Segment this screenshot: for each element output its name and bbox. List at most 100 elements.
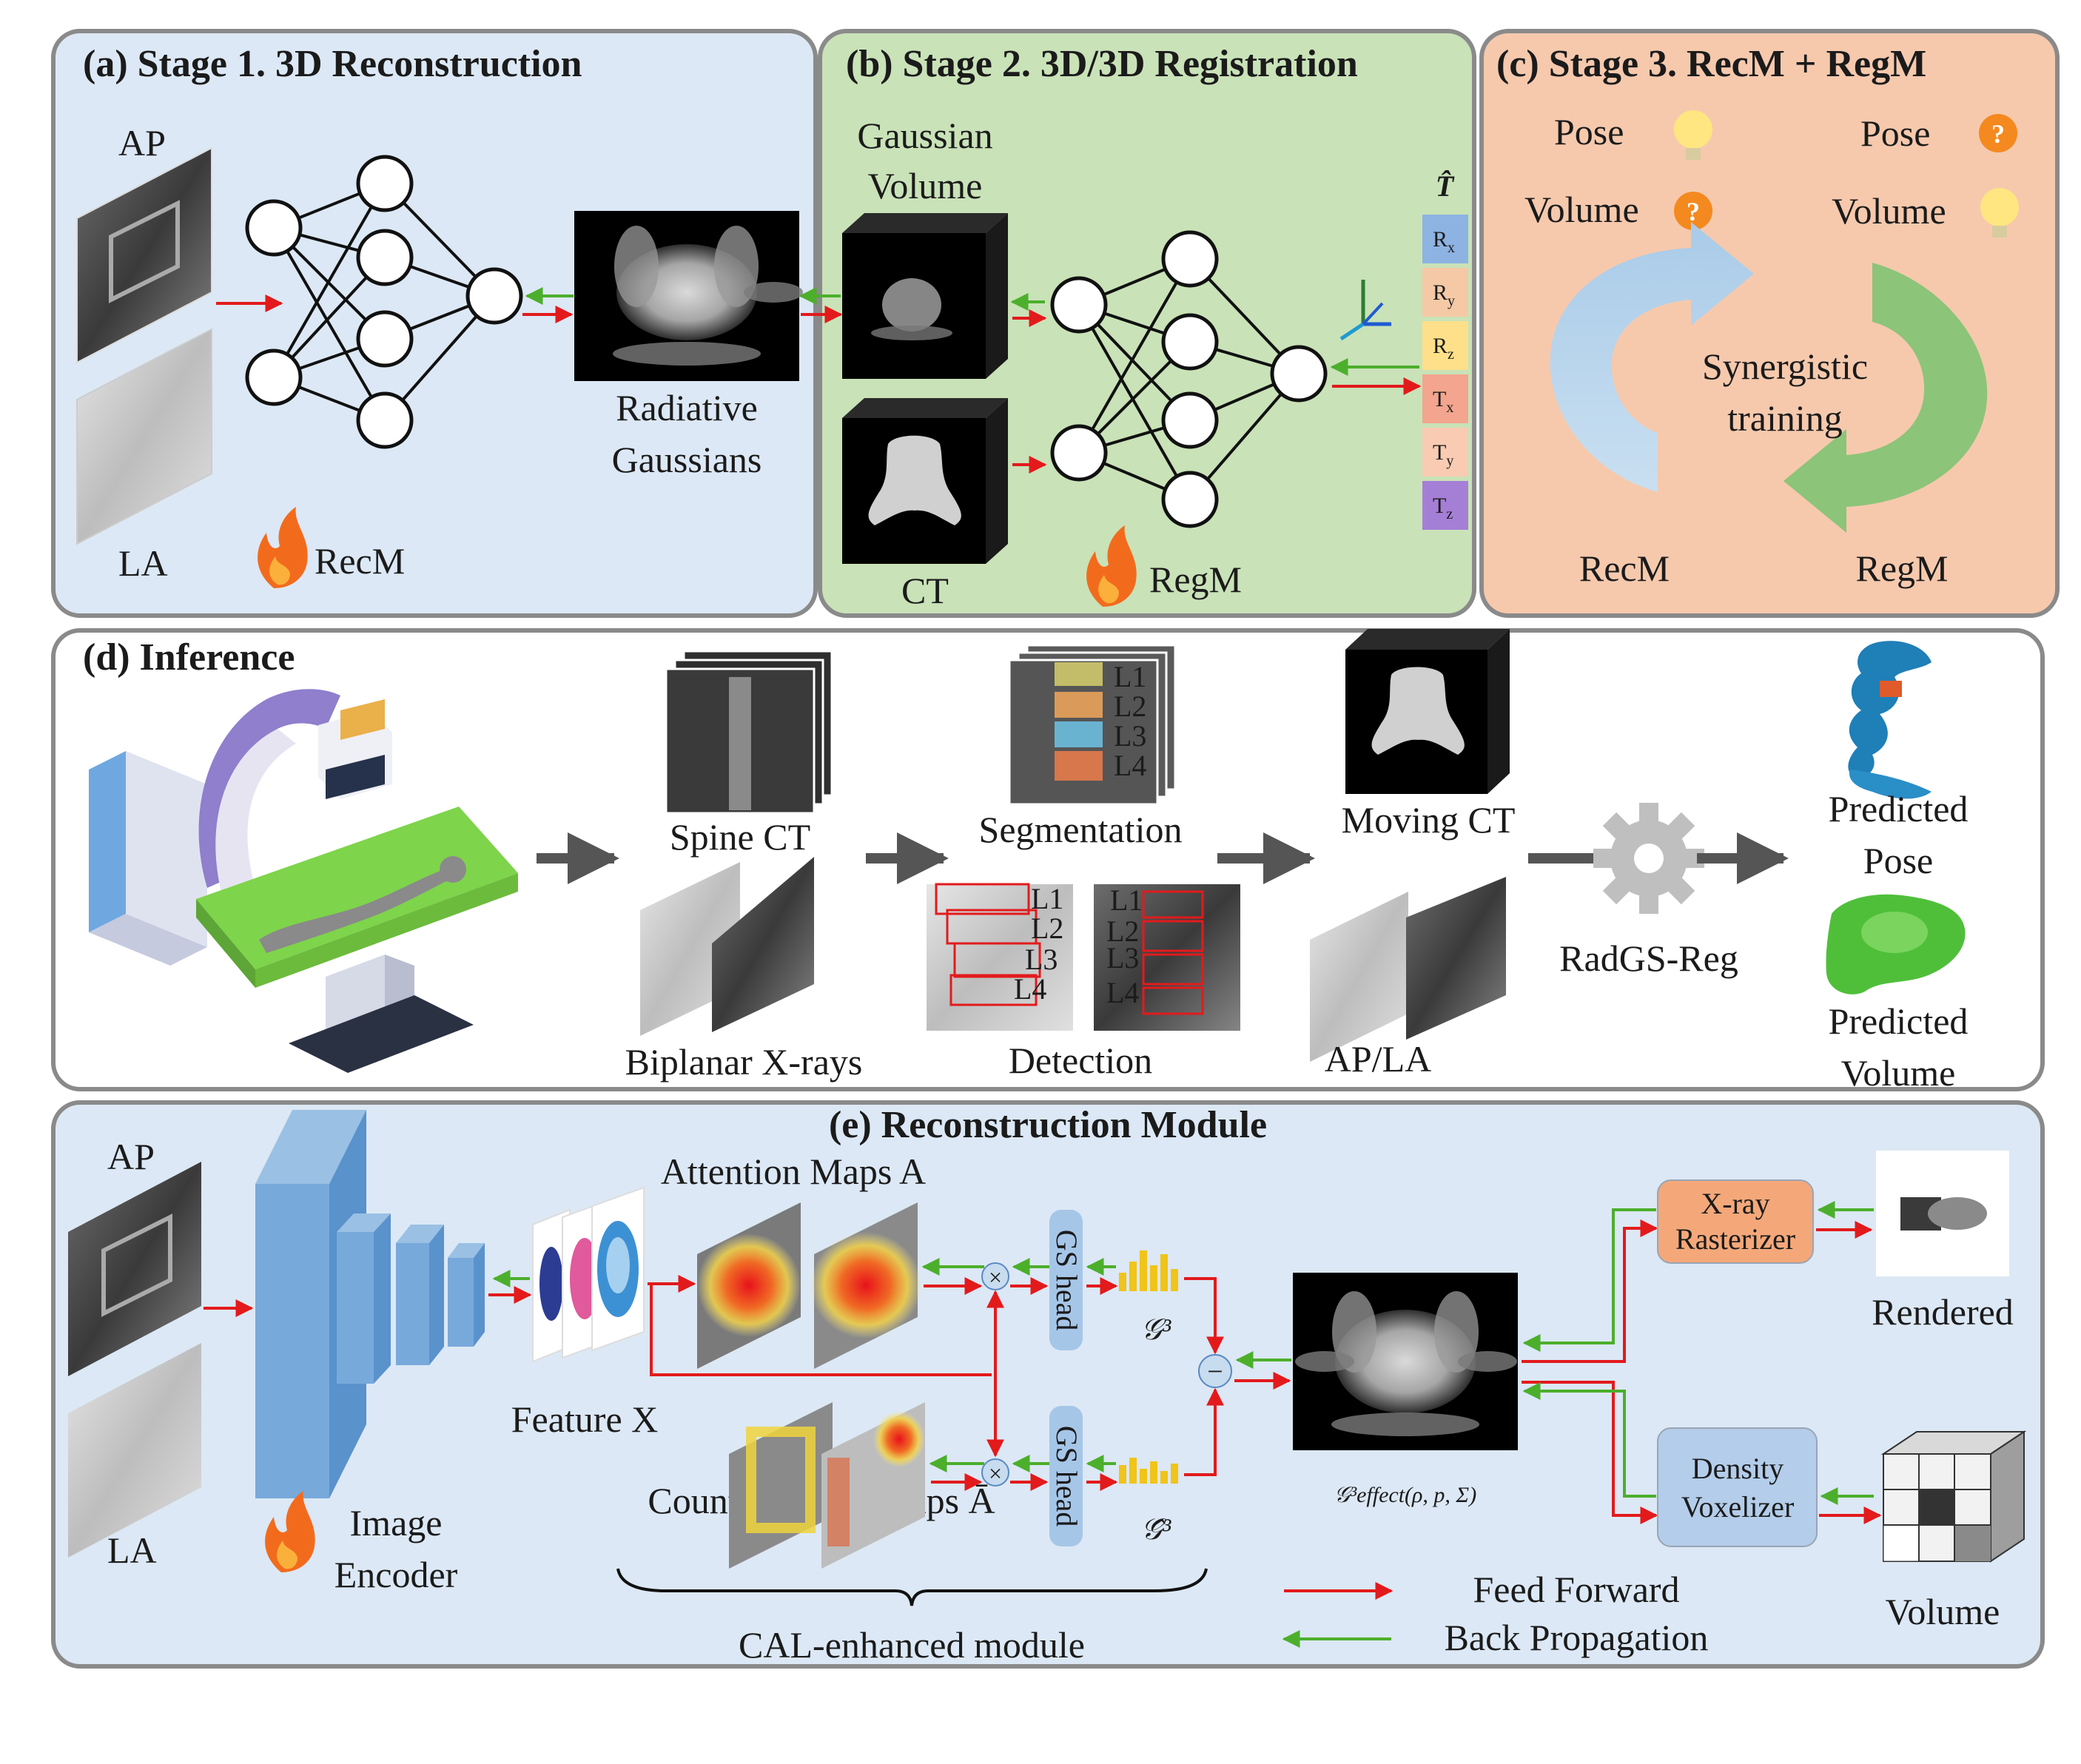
pose-param: Ry	[1433, 280, 1455, 309]
level-label: L2	[1106, 915, 1139, 948]
radiative-label: Radiative	[616, 387, 758, 428]
image-label: Image	[350, 1502, 443, 1544]
level-label: L3	[1106, 941, 1139, 974]
level-label: L1	[1114, 660, 1146, 693]
ct-cube	[842, 398, 1008, 564]
pose-param: Tx	[1433, 387, 1453, 416]
gs-head-label: GS head	[1050, 1230, 1083, 1331]
arrow-forward	[1184, 1277, 1224, 1355]
spine-ct-label: Spine CT	[670, 816, 810, 858]
svg-text:?: ?	[1687, 197, 1700, 226]
voxel-volume-cube	[1880, 1430, 2027, 1563]
ap-label: AP	[118, 122, 166, 164]
panel-a-stage1: (a) Stage 1. 3D Reconstruction AP LA	[51, 29, 818, 618]
la-xray-image	[68, 1343, 201, 1558]
xray-rasterizer-block: X-ray Rasterizer	[1657, 1179, 1814, 1264]
feature-label: Feature X	[511, 1398, 659, 1440]
counterfactual-maps	[729, 1402, 925, 1569]
recm-label: RecM	[1579, 548, 1670, 589]
ap-la-label: AP/LA	[1325, 1038, 1431, 1080]
panel-d-title: (d) Inference	[83, 636, 295, 679]
cal-brace	[616, 1568, 1208, 1606]
moving-ct-cube	[1345, 629, 1510, 794]
volume-label-left: Volume	[1524, 189, 1639, 230]
predicted-volume-label-2: Volume	[1841, 1052, 1956, 1094]
gear-icon	[1593, 803, 1704, 914]
predicted-pose-label-2: Pose	[1863, 840, 1933, 881]
panel-e-title: (e) Reconstruction Module	[829, 1104, 1267, 1146]
regm-cycle-arrow	[1784, 263, 1988, 533]
recm-label: RecM	[315, 540, 405, 582]
synergistic-label: Synergistic	[1702, 346, 1868, 387]
image-encoder-blocks	[255, 1110, 485, 1498]
level-label: L2	[1114, 690, 1146, 723]
g-effect-label: 𝒢³effect(ρ, p, Σ)	[1334, 1483, 1477, 1507]
c-arm-scanner-illustration	[89, 689, 518, 1073]
ap-xray-image	[76, 147, 212, 364]
pose-label-left: Pose	[1554, 111, 1624, 152]
svg-text:×: ×	[989, 1264, 1002, 1290]
arrow-forward	[1184, 1387, 1224, 1476]
subtract-node: −	[1198, 1354, 1232, 1388]
cal-label: CAL-enhanced module	[739, 1624, 1085, 1666]
gaussians-label: Gaussians	[612, 439, 762, 480]
legend: Feed Forward Back Propagation	[1282, 1569, 1708, 1658]
density-voxelizer-block: Density Voxelizer	[1657, 1427, 1818, 1547]
fire-icon	[1086, 525, 1137, 607]
g3-hat-label: 𝒢̂³	[1141, 1512, 1171, 1546]
pose-cell	[1422, 215, 1468, 263]
xray-label: X-ray	[1701, 1187, 1769, 1220]
arrow-forward	[1522, 1381, 1658, 1524]
panel-b-stage2: (b) Stage 2. 3D/3D Registration Gaussian…	[799, 29, 1476, 618]
encoder-label: Encoder	[334, 1554, 458, 1595]
rendered-image	[1876, 1151, 2009, 1276]
pose-param: Rx	[1433, 227, 1455, 256]
level-label: L3	[1025, 943, 1058, 976]
arrow-forward	[650, 1284, 992, 1376]
question-icon: ?	[1674, 192, 1712, 230]
fire-icon	[265, 1491, 315, 1572]
gs-head-block: GS head	[1049, 1210, 1083, 1350]
lightbulb-icon	[1980, 188, 2019, 238]
multiply-node: ×	[981, 1458, 1009, 1487]
lightbulb-icon	[1674, 110, 1712, 160]
level-label: L2	[1031, 912, 1063, 945]
level-label: L4	[1106, 976, 1139, 1009]
panel-c-stage3: (c) Stage 3. RecM + RegM Pose Volume ? P…	[1479, 29, 2060, 618]
feature-maps	[532, 1186, 645, 1363]
arrow-forward	[1522, 1219, 1658, 1363]
gs-head-block: GS head	[1049, 1406, 1083, 1546]
pose-param: Rz	[1433, 334, 1454, 363]
density-label: Density	[1692, 1452, 1784, 1485]
segmentation-image	[1008, 644, 1177, 806]
arrow-backward	[1522, 1208, 1656, 1352]
gaussian-label: Gaussian	[857, 115, 992, 156]
level-label: L4	[1114, 749, 1146, 782]
detection-label: Detection	[1009, 1040, 1152, 1081]
pose-label-right: Pose	[1860, 112, 1930, 154]
pose-cell	[1422, 374, 1468, 423]
recm-cycle-arrow	[1550, 222, 1754, 492]
biplanar-label: Biplanar X-rays	[625, 1041, 863, 1083]
regm-label: RegM	[1149, 559, 1242, 600]
predicted-pose-spine	[1848, 641, 1932, 799]
panel-b-title: (b) Stage 2. 3D/3D Registration	[846, 43, 1358, 85]
panel-c-title: (c) Stage 3. RecM + RegM	[1496, 43, 1926, 85]
arrow-backward	[1522, 1382, 1656, 1498]
radiative-gaussians-image	[574, 211, 803, 381]
pose-cell	[1422, 428, 1468, 477]
training-label: training	[1727, 397, 1843, 439]
ap-xray-image	[68, 1162, 201, 1376]
pose-param: Ty	[1433, 440, 1453, 469]
volume-label-right: Volume	[1832, 190, 1946, 232]
volume-label: Volume	[1886, 1591, 2000, 1632]
question-icon: ?	[1979, 114, 2017, 152]
gaussian-volume-cube	[842, 213, 1008, 379]
moving-ct-label: Moving CT	[1342, 799, 1516, 841]
pose-cell	[1422, 268, 1468, 317]
level-label: L1	[1110, 883, 1143, 917]
svg-text:?: ?	[1991, 119, 2005, 149]
fire-icon	[258, 507, 308, 588]
spine-ct-stack	[665, 650, 833, 815]
